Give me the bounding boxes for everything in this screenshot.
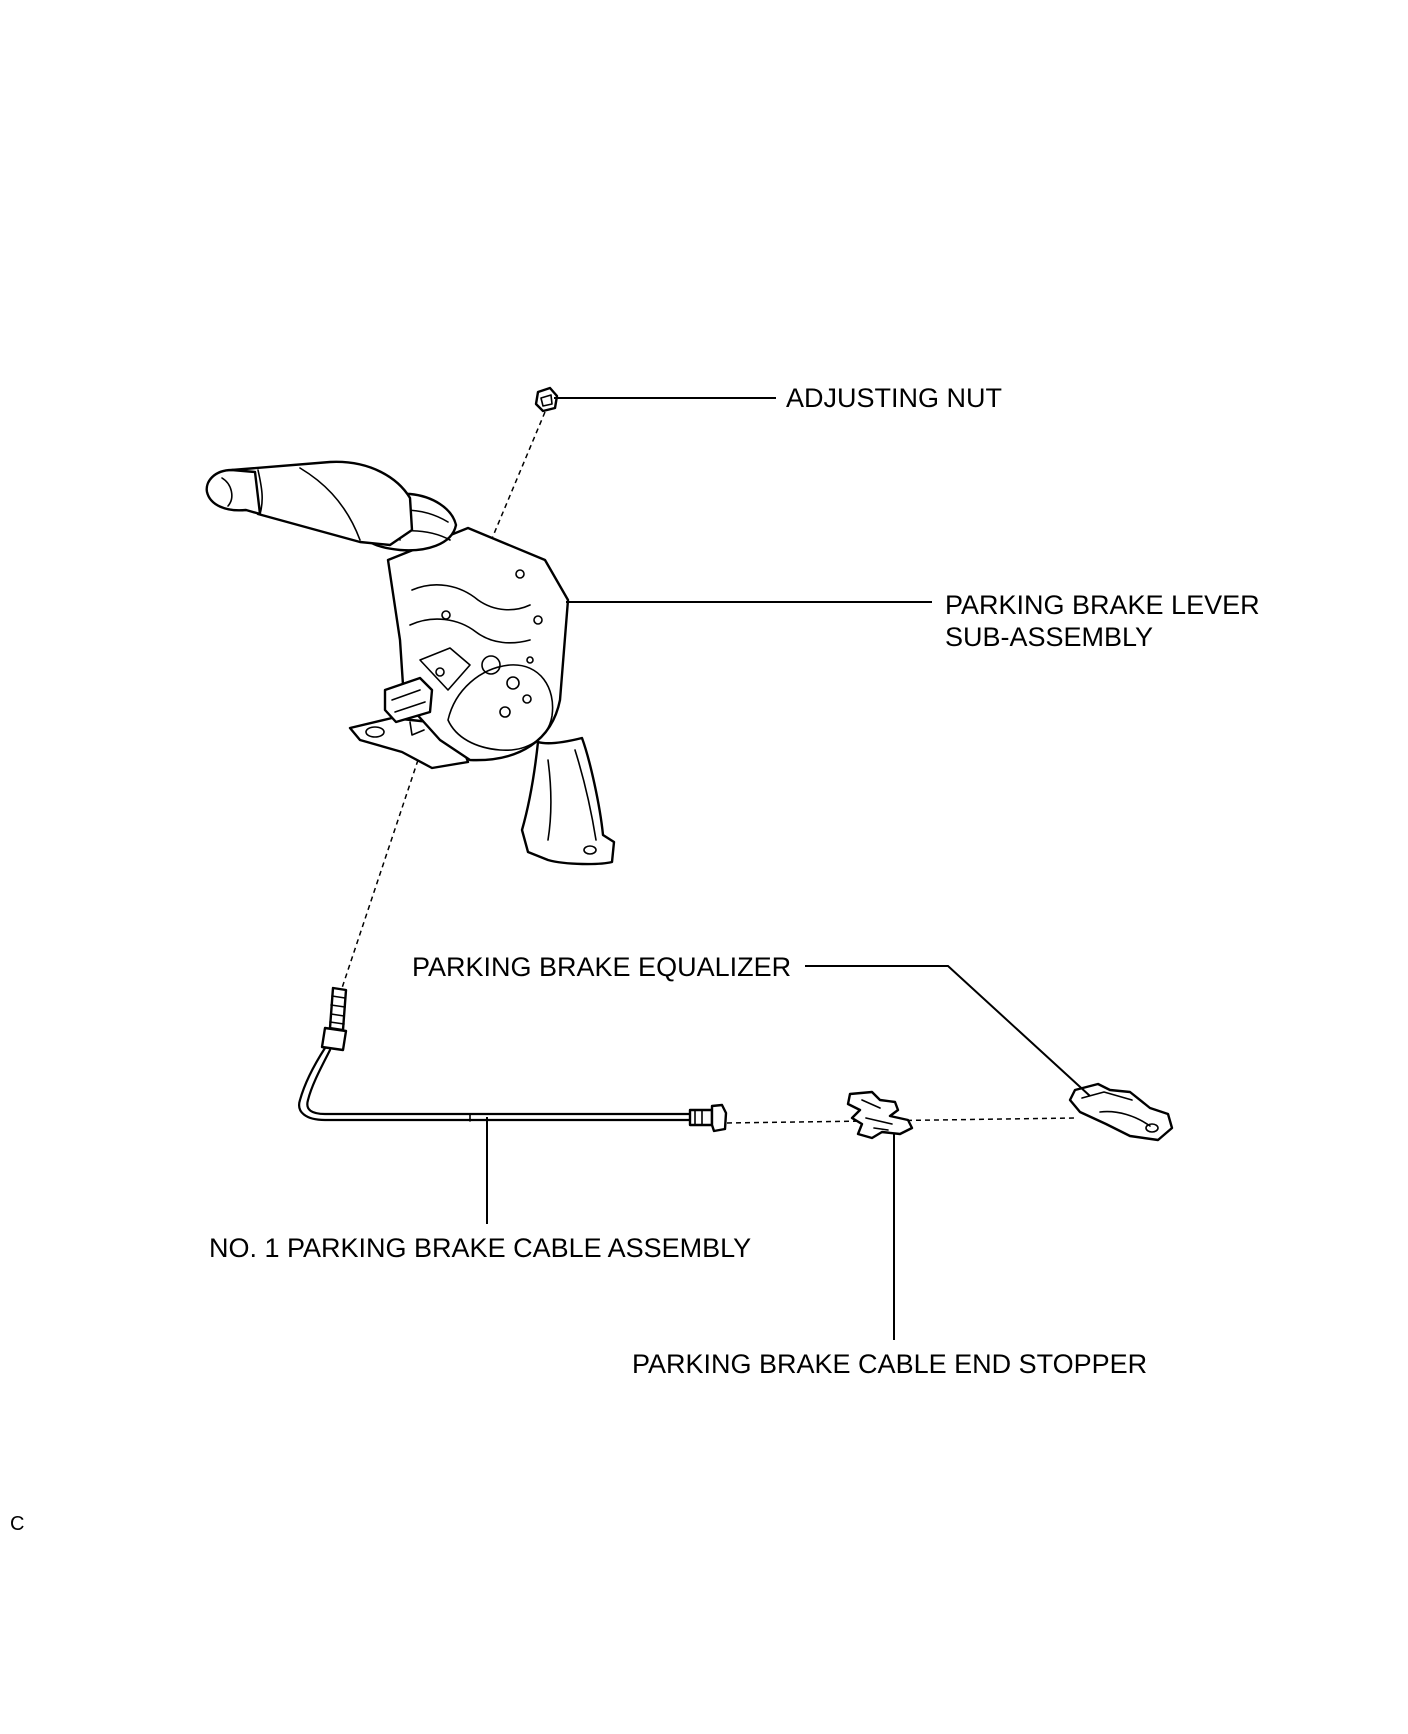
label-end-stopper: PARKING BRAKE CABLE END STOPPER	[632, 1349, 1147, 1379]
adjusting-nut-part	[534, 386, 559, 413]
parking-brake-cable-part	[298, 986, 728, 1133]
label-brake-lever-line1: PARKING BRAKE LEVER	[945, 590, 1260, 620]
corner-mark: C	[10, 1513, 24, 1535]
label-brake-lever-line2: SUB-ASSEMBLY	[945, 622, 1153, 652]
parking-brake-lever-part	[205, 460, 616, 866]
lever-to-cable-centerline	[341, 759, 419, 989]
label-cable-assembly: NO. 1 PARKING BRAKE CABLE ASSEMBLY	[209, 1233, 751, 1263]
leader-equalizer	[805, 965, 1091, 1097]
cable-end-stopper-part	[846, 1090, 914, 1140]
label-equalizer: PARKING BRAKE EQUALIZER	[412, 952, 791, 982]
label-adjusting-nut: ADJUSTING NUT	[786, 383, 1002, 413]
parking-brake-equalizer-part	[1068, 1082, 1174, 1142]
